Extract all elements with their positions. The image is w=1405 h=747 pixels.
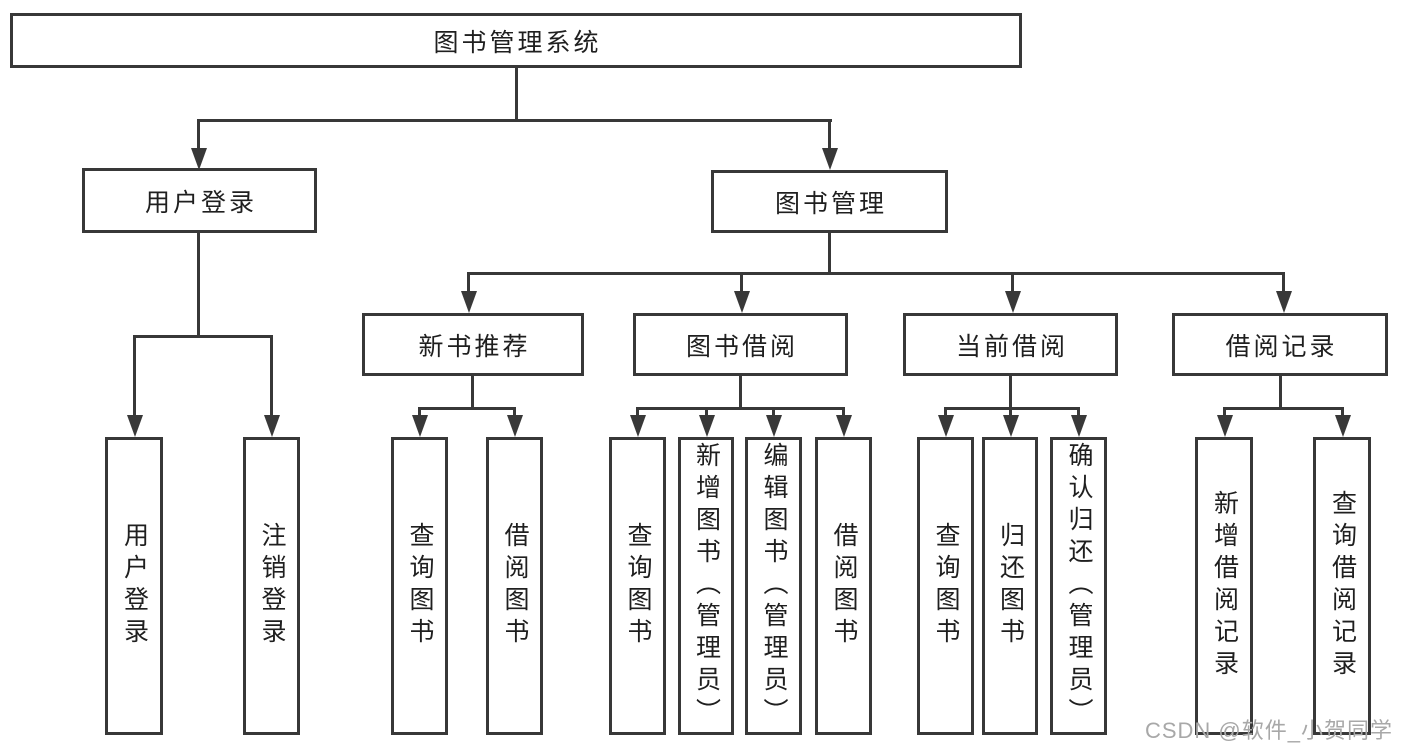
node-label: 确认归还（管理员） — [1065, 442, 1093, 730]
node-leaf-current-query-books: 查询图书 — [917, 437, 974, 735]
node-book-borrow: 图书借阅 — [633, 313, 848, 376]
connector-line — [197, 119, 200, 152]
node-label: 图书借阅 — [685, 332, 798, 361]
node-borrow-records: 借阅记录 — [1172, 313, 1388, 376]
node-label: 用户登录 — [144, 188, 257, 217]
connector-line — [739, 376, 742, 410]
connector-line — [1223, 407, 1344, 410]
node-leaf-logout: 注销登录 — [243, 437, 300, 735]
connector-line — [1279, 376, 1282, 410]
arrow-down-icon — [191, 148, 207, 170]
node-library-system: 图书管理系统 — [10, 13, 1022, 68]
node-label: 用户登录 — [120, 522, 149, 650]
node-new-book-recommend: 新书推荐 — [362, 313, 584, 376]
node-label: 编辑图书（管理员） — [760, 442, 788, 730]
node-leaf-add-borrow-record: 新增借阅记录 — [1195, 437, 1253, 735]
node-label: 图书管理 — [774, 189, 887, 218]
node-label: 借阅记录 — [1225, 332, 1338, 361]
connector-line — [197, 233, 200, 338]
arrow-down-icon — [630, 415, 646, 437]
node-leaf-recommend-borrow-books: 借阅图书 — [486, 437, 543, 735]
arrow-down-icon — [1071, 415, 1087, 437]
node-label: 新增借阅记录 — [1210, 490, 1239, 682]
connector-line — [197, 119, 832, 122]
connector-line — [1077, 407, 1080, 419]
connector-line — [471, 376, 474, 410]
arrow-down-icon — [766, 415, 782, 437]
connector-line — [772, 407, 775, 419]
arrow-down-icon — [1276, 291, 1292, 313]
connector-line — [1341, 407, 1344, 419]
connector-line — [944, 407, 947, 419]
node-label: 借阅图书 — [501, 522, 529, 650]
arrow-down-icon — [127, 415, 143, 437]
arrow-down-icon — [1005, 291, 1021, 313]
node-leaf-user-login: 用户登录 — [105, 437, 163, 735]
connector-line — [944, 407, 1080, 410]
node-leaf-borrow-books: 借阅图书 — [815, 437, 872, 735]
connector-line — [828, 233, 831, 275]
node-label: 查询借阅记录 — [1328, 490, 1357, 682]
csdn-watermark: CSDN @软件_小贺同学 — [1144, 718, 1393, 743]
connector-line — [705, 407, 708, 419]
node-leaf-borrow-query-books: 查询图书 — [609, 437, 666, 735]
node-leaf-add-books-admin: 新增图书（管理员） — [678, 437, 734, 735]
arrow-down-icon — [822, 148, 838, 170]
connector-line — [133, 335, 273, 338]
node-label: 新书推荐 — [418, 332, 531, 361]
node-user-login: 用户登录 — [82, 168, 317, 233]
node-leaf-edit-books-admin: 编辑图书（管理员） — [745, 437, 802, 735]
connector-line — [418, 407, 421, 419]
connector-line — [515, 68, 518, 122]
arrow-down-icon — [1335, 415, 1351, 437]
arrow-down-icon — [734, 291, 750, 313]
node-leaf-query-borrow-record: 查询借阅记录 — [1313, 437, 1371, 735]
node-label: 当前借阅 — [955, 332, 1068, 361]
node-leaf-confirm-return-admin: 确认归还（管理员） — [1050, 437, 1107, 735]
connector-line — [270, 335, 273, 419]
arrow-down-icon — [1217, 415, 1233, 437]
connector-line — [740, 272, 743, 295]
node-label: 查询图书 — [406, 522, 434, 650]
connector-line — [1223, 407, 1226, 419]
node-label: 注销登录 — [258, 522, 286, 650]
connector-line — [1011, 272, 1014, 295]
connector-line — [636, 407, 845, 410]
node-label: 查询图书 — [624, 522, 652, 650]
connector-line — [133, 335, 136, 419]
connector-line — [418, 407, 516, 410]
node-label: 图书管理系统 — [433, 28, 602, 57]
node-current-borrow: 当前借阅 — [903, 313, 1118, 376]
arrow-down-icon — [1003, 415, 1019, 437]
arrow-down-icon — [264, 415, 280, 437]
node-leaf-return-books: 归还图书 — [982, 437, 1038, 735]
arrow-down-icon — [836, 415, 852, 437]
node-leaf-recommend-query-books: 查询图书 — [391, 437, 448, 735]
arrow-down-icon — [699, 415, 715, 437]
connector-line — [467, 272, 1284, 275]
arrow-down-icon — [412, 415, 428, 437]
connector-line — [1009, 376, 1012, 410]
node-label: 借阅图书 — [830, 522, 858, 650]
connector-line — [1009, 407, 1012, 419]
arrow-down-icon — [938, 415, 954, 437]
connector-line — [1282, 272, 1285, 295]
connector-line — [828, 119, 831, 152]
node-label: 新增图书（管理员） — [692, 442, 721, 730]
connector-line — [636, 407, 639, 419]
arrow-down-icon — [461, 291, 477, 313]
node-book-management: 图书管理 — [711, 170, 948, 233]
arrow-down-icon — [507, 415, 523, 437]
node-label: 查询图书 — [932, 522, 960, 650]
connector-line — [467, 272, 470, 295]
connector-line — [513, 407, 516, 419]
node-label: 归还图书 — [996, 522, 1025, 650]
connector-line — [842, 407, 845, 419]
